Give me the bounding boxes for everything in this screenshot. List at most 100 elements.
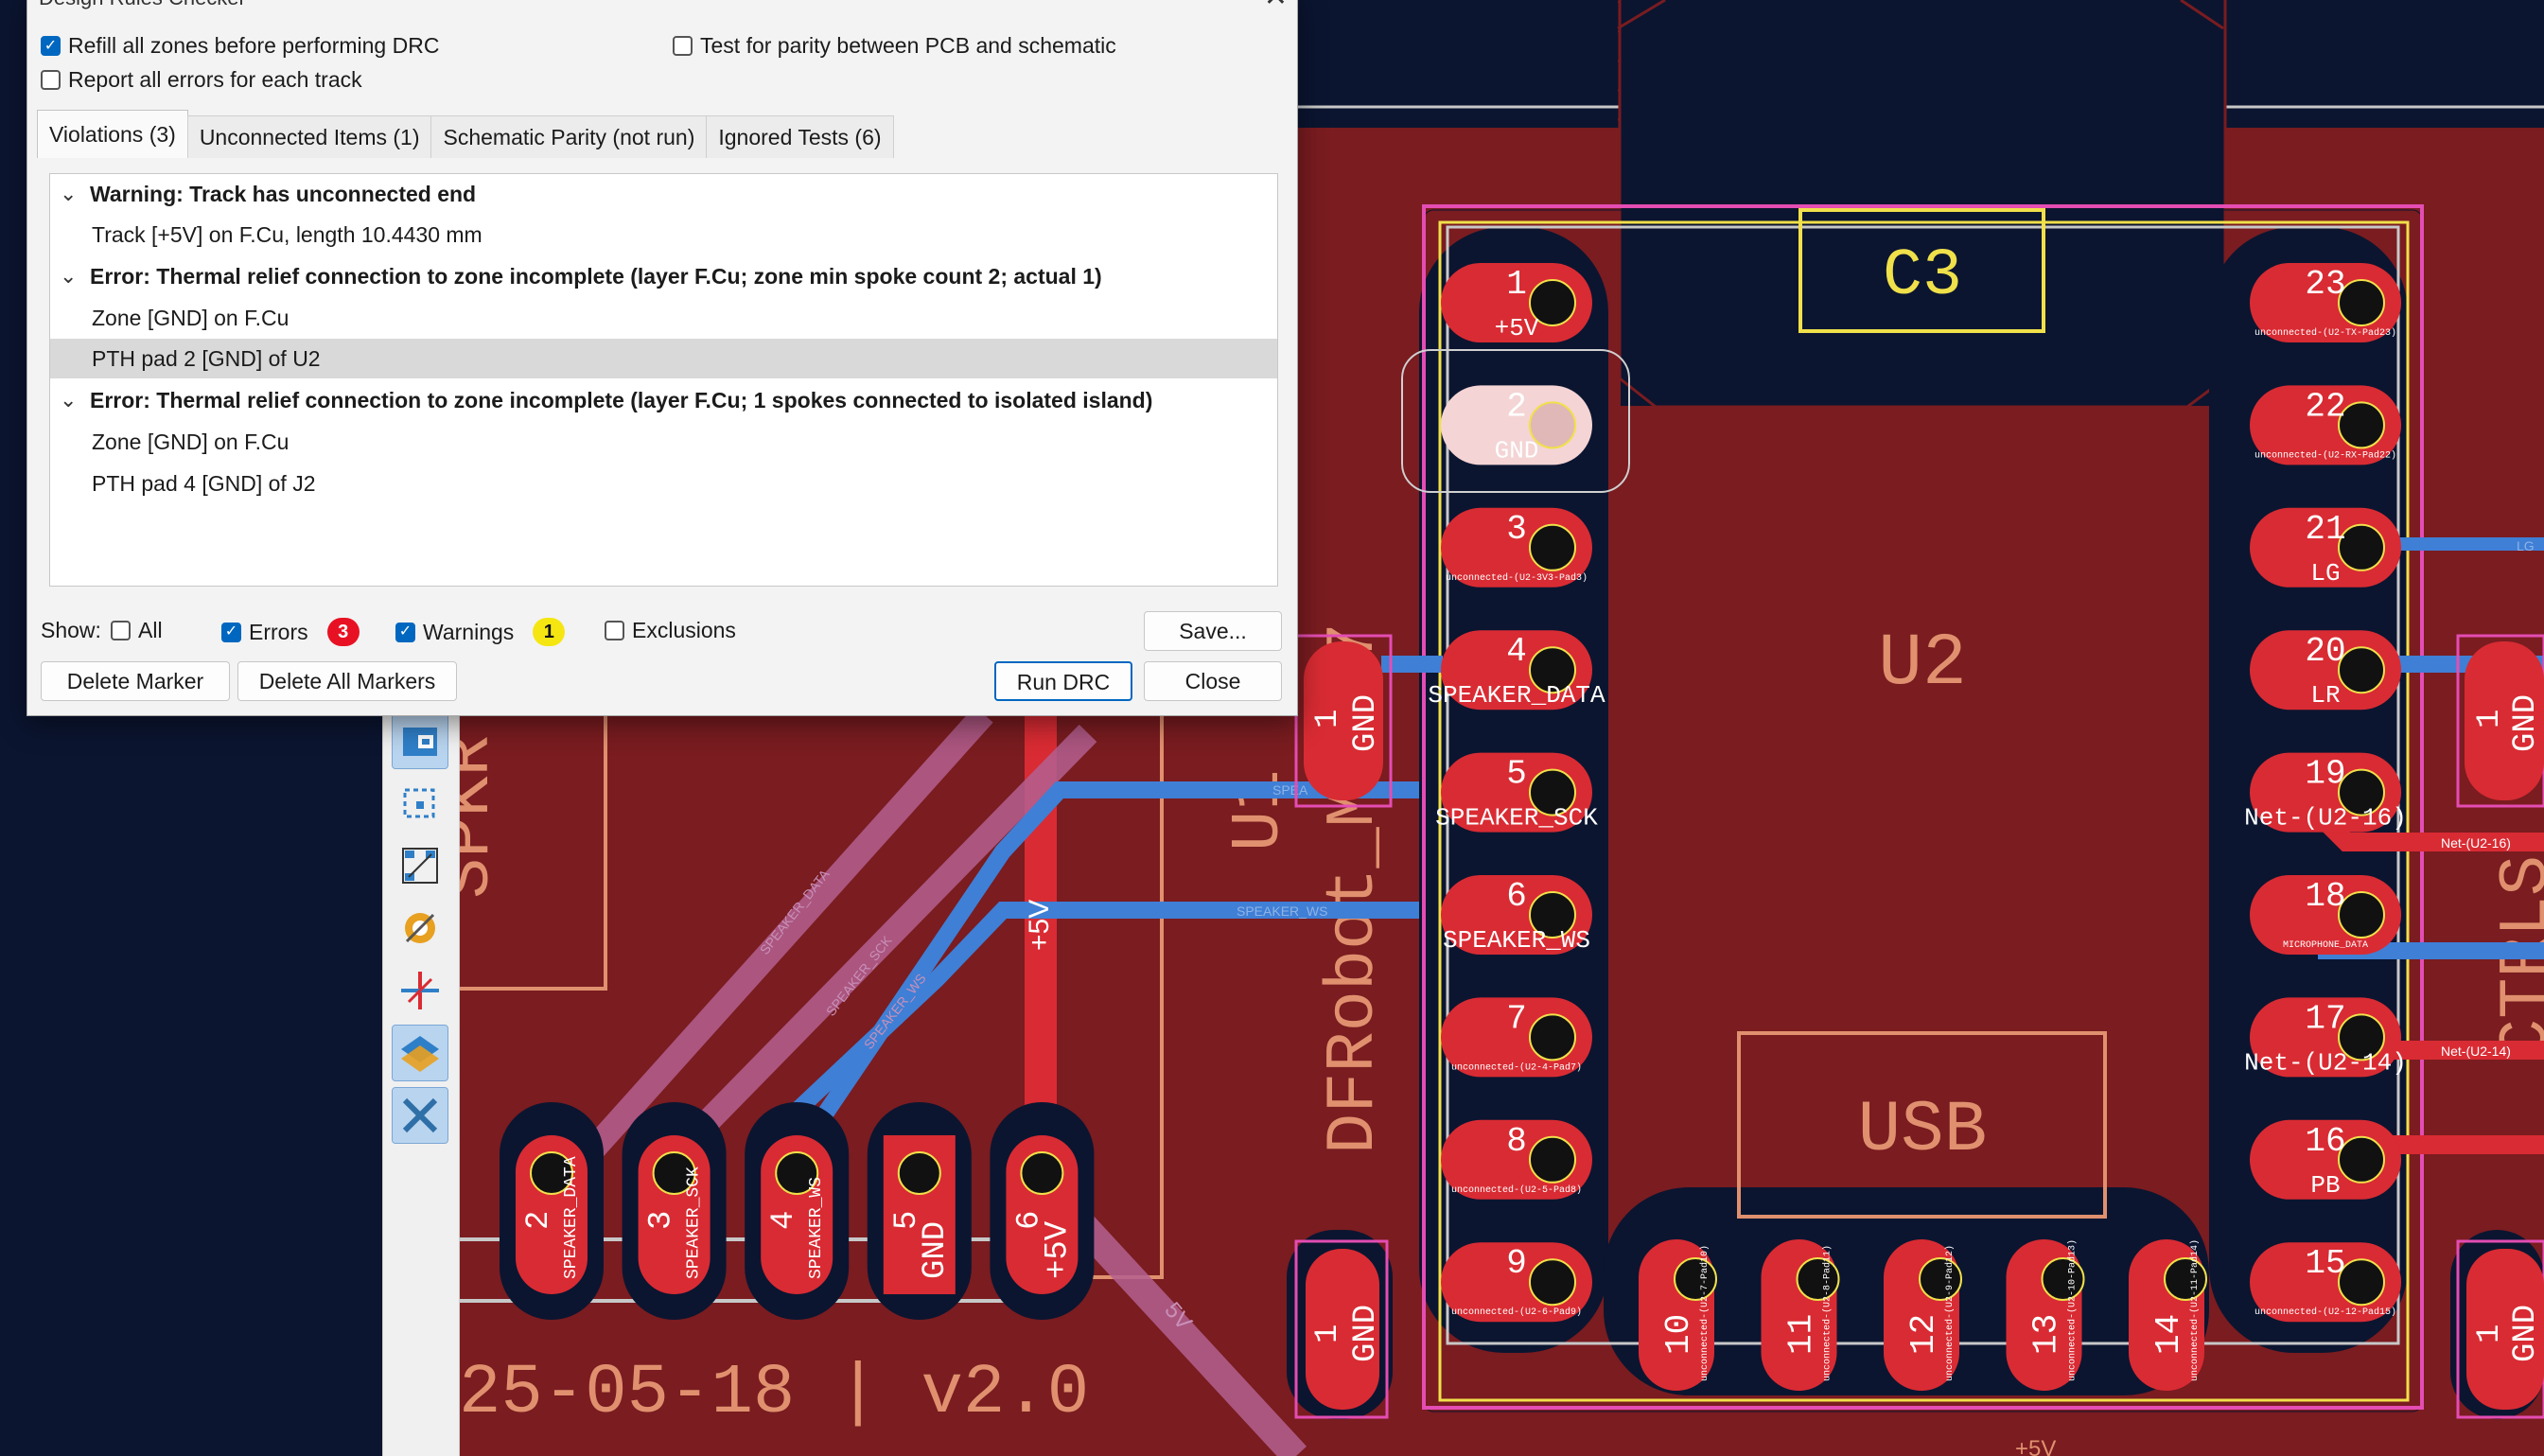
svg-text:unconnected-(U2-4-Pad7): unconnected-(U2-4-Pad7) — [1451, 1061, 1582, 1073]
test-parity-checkbox[interactable]: Test for parity between PCB and schemati… — [673, 33, 1116, 59]
side-pad-left[interactable]: 1 GND — [1294, 634, 1393, 808]
chevron-down-icon[interactable]: ⌄ — [60, 388, 78, 412]
tab-schematic-parity[interactable]: Schematic Parity (not run) — [430, 115, 708, 158]
svg-text:LR: LR — [2310, 681, 2340, 710]
track-label-5v-vertical: +5V — [1024, 900, 1055, 951]
dialog-title: Design Rules Checker — [39, 0, 246, 10]
save-button[interactable]: Save... — [1144, 611, 1282, 651]
tools-icon[interactable] — [392, 1087, 448, 1144]
checkmark-icon[interactable]: ✓ — [395, 622, 415, 642]
tab-violations[interactable]: Violations (3) — [37, 110, 188, 158]
svg-text:3: 3 — [644, 1211, 680, 1230]
list-item-selected[interactable]: PTH pad 2 [GND] of U2 — [50, 339, 1277, 378]
svg-text:21: 21 — [2305, 510, 2345, 549]
u2-pad-1[interactable]: 1+5V — [1441, 263, 1592, 342]
refill-zones-checkbox[interactable]: ✓ Refill all zones before performing DRC — [41, 33, 439, 59]
show-warnings-checkbox[interactable]: ✓ Warnings 1 — [395, 618, 566, 646]
svg-text:7: 7 — [1506, 999, 1527, 1038]
svg-text:SPEAKER_WS: SPEAKER_WS — [807, 1177, 826, 1279]
svg-text:6: 6 — [1011, 1211, 1047, 1230]
report-all-errors-checkbox[interactable]: Report all errors for each track — [41, 67, 362, 93]
zone-pad-icon[interactable] — [392, 712, 448, 769]
checkmark-icon[interactable]: ✓ — [221, 622, 241, 642]
run-drc-button[interactable]: Run DRC — [994, 661, 1132, 701]
delete-all-markers-button[interactable]: Delete All Markers — [237, 661, 457, 701]
show-exclusions-checkbox[interactable]: Exclusions — [605, 618, 736, 643]
svg-text:2: 2 — [1506, 387, 1527, 426]
svg-text:2: 2 — [521, 1211, 557, 1230]
svg-text:19: 19 — [2305, 755, 2345, 794]
chevron-down-icon[interactable]: ⌄ — [60, 182, 78, 205]
svg-text:22: 22 — [2305, 387, 2345, 426]
list-item[interactable]: Zone [GND] on F.Cu — [92, 430, 289, 454]
tab-ignored-tests[interactable]: Ignored Tests (6) — [706, 115, 894, 158]
svg-text:unconnected-(U2-8-Pad11): unconnected-(U2-8-Pad11) — [1822, 1245, 1833, 1381]
svg-text:12: 12 — [1904, 1314, 1943, 1355]
track-label-net14: Net-(U2-14) — [2441, 1044, 2511, 1059]
pcb-right-toolbar — [382, 702, 460, 1456]
side-pad-bottom-right[interactable]: 1 GND — [2450, 1230, 2544, 1419]
u2-pad-7[interactable]: 7 unconnected-(U2-4-Pad7) — [1441, 997, 1592, 1078]
side-pad-bottom-left[interactable]: 1 GND — [1287, 1230, 1393, 1419]
list-item[interactable]: ⌄ Error: Thermal relief connection to zo… — [50, 256, 1277, 296]
header-pad-6[interactable]: 6+5V — [990, 1102, 1095, 1320]
svg-text:GND: GND — [1495, 436, 1539, 465]
svg-text:10: 10 — [1659, 1314, 1698, 1355]
list-item[interactable]: ⌄ Error: Thermal relief connection to zo… — [50, 380, 1277, 420]
via-icon[interactable] — [393, 901, 447, 956]
show-all-checkbox[interactable]: All — [111, 618, 163, 643]
delete-marker-button[interactable]: Delete Marker — [41, 661, 230, 701]
track-speaker-data[interactable] — [558, 706, 993, 1186]
svg-text:15: 15 — [2305, 1244, 2345, 1283]
svg-text:4: 4 — [766, 1211, 802, 1230]
violations-list[interactable]: ⌄ Warning: Track has unconnected end Tra… — [49, 173, 1278, 587]
header-pad-4[interactable]: 4 SPEAKER_WS — [745, 1102, 850, 1320]
close-button[interactable]: Close — [1144, 661, 1282, 701]
list-item[interactable]: Track [+5V] on F.Cu, length 10.4430 mm — [92, 222, 482, 247]
svg-text:3: 3 — [1506, 510, 1527, 549]
chevron-down-icon[interactable]: ⌄ — [60, 264, 78, 288]
track-label-net16: Net-(U2-16) — [2441, 835, 2511, 851]
list-item[interactable]: Zone [GND] on F.Cu — [92, 306, 289, 330]
side-pad-right[interactable]: 1 GND — [2456, 634, 2544, 808]
layers-icon[interactable] — [392, 1025, 448, 1081]
checkmark-icon[interactable]: ✓ — [41, 36, 61, 56]
svg-text:PB: PB — [2310, 1171, 2340, 1200]
drc-tabs: Violations (3) Unconnected Items (1) Sch… — [37, 110, 894, 158]
list-item[interactable]: PTH pad 4 [GND] of J2 — [92, 471, 316, 496]
ratsnest-icon[interactable] — [393, 838, 447, 893]
select-area-icon[interactable] — [393, 776, 447, 831]
svg-text:unconnected-(U2-10-Pad13): unconnected-(U2-10-Pad13) — [2067, 1239, 2079, 1381]
close-icon[interactable]: ✕ — [1264, 0, 1288, 13]
tab-unconnected-items[interactable]: Unconnected Items (1) — [186, 115, 432, 158]
svg-text:Net-(U2-16): Net-(U2-16) — [2244, 804, 2407, 833]
show-errors-checkbox[interactable]: ✓ Errors 3 — [221, 618, 360, 646]
list-item[interactable]: ⌄ Warning: Track has unconnected end — [50, 174, 1277, 214]
svg-text:SPEAKER_SCK: SPEAKER_SCK — [1435, 804, 1598, 833]
add-track-icon[interactable] — [393, 963, 447, 1018]
